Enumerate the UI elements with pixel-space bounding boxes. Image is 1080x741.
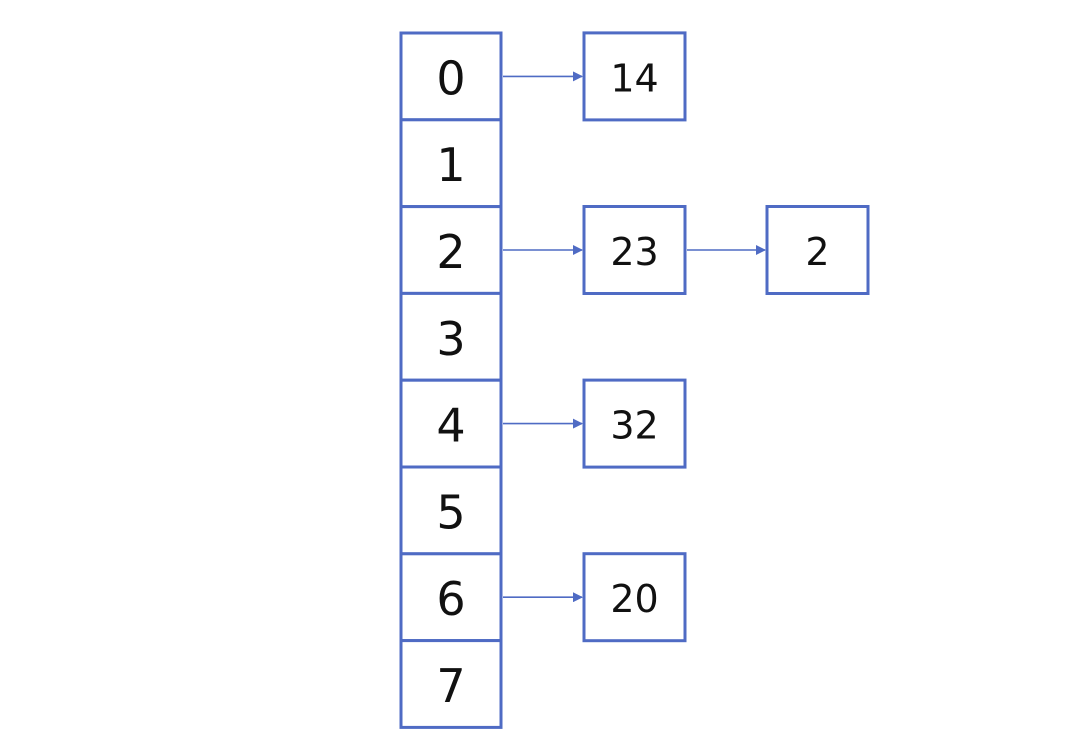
chain-node-b0-0: 14 — [582, 31, 687, 122]
bucket-cell-2: 2 — [399, 205, 503, 295]
node-value-label: 2 — [805, 230, 829, 274]
bucket-index-label: 6 — [436, 572, 465, 626]
bucket-box — [399, 639, 503, 729]
bucket-cell-3: 3 — [399, 291, 503, 382]
chain-node-b4-0: 32 — [582, 378, 687, 469]
chain-arrows — [503, 71, 766, 603]
bucket-box — [399, 31, 503, 122]
node-box — [582, 378, 687, 469]
node-value-label: 20 — [610, 577, 658, 621]
chain-node-b2-0: 23 — [582, 205, 687, 295]
bucket-index-label: 7 — [436, 659, 465, 713]
bucket-cell-6: 6 — [399, 552, 503, 643]
node-value-label: 14 — [610, 56, 658, 100]
bucket-box — [399, 118, 503, 209]
bucket-box — [399, 291, 503, 382]
node-box — [582, 31, 687, 122]
bucket-index-label: 3 — [436, 312, 465, 366]
bucket-cell-4: 4 — [399, 378, 503, 469]
bucket-index-label: 4 — [436, 399, 465, 453]
bucket-cell-5: 5 — [399, 465, 503, 556]
bucket-index-label: 0 — [436, 51, 465, 105]
bucket-index-label: 2 — [436, 225, 465, 279]
chain-node-b6-0: 20 — [582, 552, 687, 643]
node-box — [582, 552, 687, 643]
node-box — [582, 205, 687, 295]
node-value-label: 23 — [610, 230, 658, 274]
bucket-cell-0: 0 — [399, 31, 503, 122]
node-box — [765, 205, 870, 295]
bucket-index-label: 5 — [436, 485, 465, 539]
chain-nodes: 14 23 2 32 20 — [582, 31, 870, 643]
node-value-label: 32 — [610, 404, 658, 448]
bucket-cell-1: 1 — [399, 118, 503, 209]
chain-node-b2-1: 2 — [765, 205, 870, 295]
bucket-index-label: 1 — [436, 138, 465, 192]
bucket-array: 0 1 2 3 4 5 6 7 — [399, 31, 503, 729]
bucket-box — [399, 465, 503, 556]
bucket-cell-7: 7 — [399, 639, 503, 729]
